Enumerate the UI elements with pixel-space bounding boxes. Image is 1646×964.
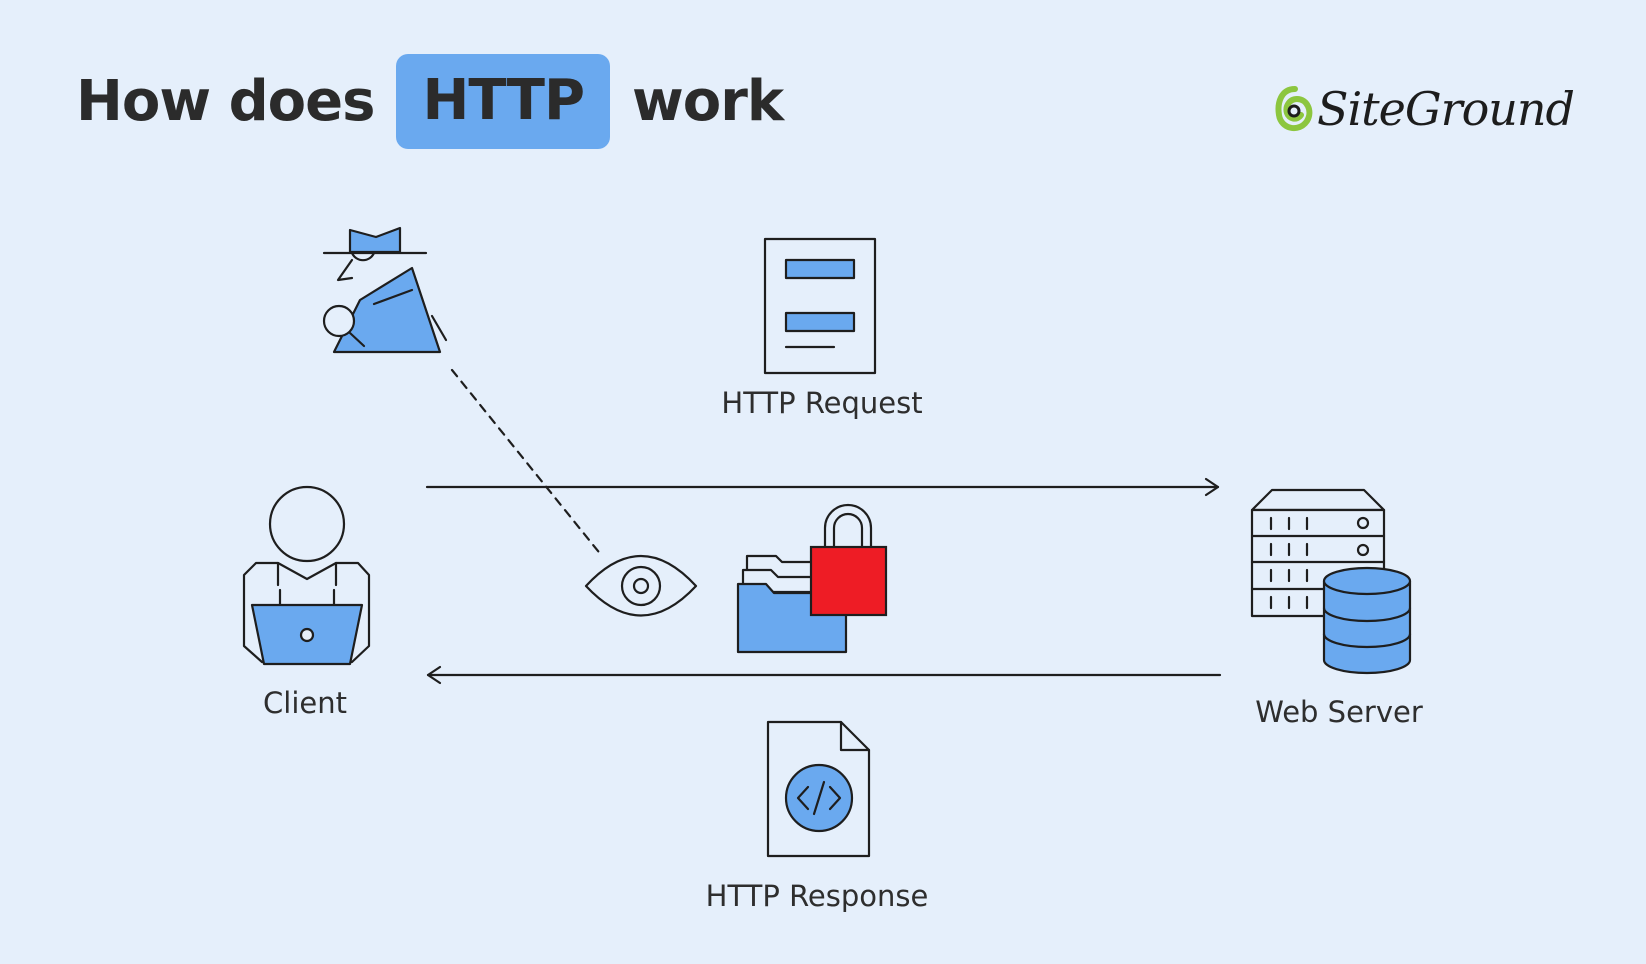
title-prefix: How does (76, 69, 375, 134)
eavesdrop-line (450, 368, 604, 558)
http-response-label: HTTP Response (705, 879, 929, 913)
response-arrow (426, 665, 1222, 685)
title-highlight: HTTP (396, 54, 611, 149)
unlocked-padlock-icon (809, 503, 888, 617)
document-icon (763, 237, 877, 375)
server-database-icon (1250, 488, 1412, 675)
title-suffix: work (632, 69, 784, 134)
person-laptop-icon (242, 485, 371, 666)
http-request-label: HTTP Request (721, 386, 923, 420)
page-title: How does HTTP work (76, 54, 784, 149)
eye-icon (584, 555, 698, 617)
logo-wordmark: SiteGround (1316, 82, 1575, 136)
web-server-label: Web Server (1255, 695, 1423, 729)
spy-icon (322, 226, 448, 354)
siteground-swirl-icon (1275, 86, 1313, 132)
request-arrow (425, 477, 1220, 497)
code-file-icon (766, 720, 871, 858)
client-label: Client (263, 686, 347, 720)
siteground-logo: SiteGround (1273, 82, 1575, 136)
